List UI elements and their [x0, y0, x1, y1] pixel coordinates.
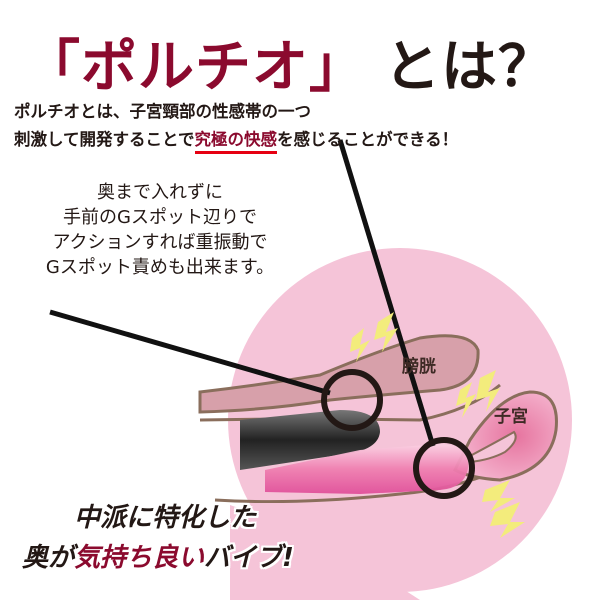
label-uterus: 子宮 — [494, 407, 528, 427]
lead-line-1: ポルチオとは、子宮頸部の性感帯の一つ — [14, 102, 311, 121]
note-line: Gスポット責めも出来ます。 — [45, 257, 275, 278]
catchphrase: 中派に特化した 奥が気持ち良いバイブ! — [22, 498, 294, 578]
g-spot-marker — [321, 369, 383, 431]
g-spot-note: 奥まで入れずに 手前のGスポット辺りで アクションすれば重振動で Gスポット責め… — [10, 180, 310, 280]
lead-highlight: 究極の快感 — [194, 130, 278, 154]
lead-line-2-pre: 刺激して開発することで — [14, 130, 195, 149]
note-line: 奥まで入れずに — [97, 182, 223, 203]
lead-line-2: 刺激して開発することで究極の快感を感じることができる！ — [14, 126, 458, 154]
catch-line-1: 中派に特化した — [74, 503, 257, 533]
portio-marker — [413, 437, 475, 499]
title-plain: とは？ — [384, 35, 555, 100]
catch-line-2-post: バイブ! — [204, 543, 294, 573]
lightning-icon — [350, 312, 525, 538]
catch-highlight: 気持ち良い — [74, 543, 205, 573]
lead-line-2-post: を感じることができる！ — [277, 130, 459, 149]
catch-line-2: 奥が気持ち良いバイブ! — [22, 543, 294, 573]
catch-line-2-pre: 奥が — [22, 543, 75, 573]
label-bladder: 膀胱 — [402, 357, 436, 377]
lead-text: ポルチオとは、子宮頸部の性感帯の一つ 刺激して開発することで究極の快感を感じるこ… — [14, 98, 458, 154]
note-line: アクションすれば重振動で — [52, 232, 268, 253]
title-accent: 「ポルチオ」 — [24, 35, 366, 100]
page-title: 「ポルチオ」とは？ — [24, 22, 555, 103]
note-line: 手前のGスポット辺りで — [63, 207, 257, 228]
